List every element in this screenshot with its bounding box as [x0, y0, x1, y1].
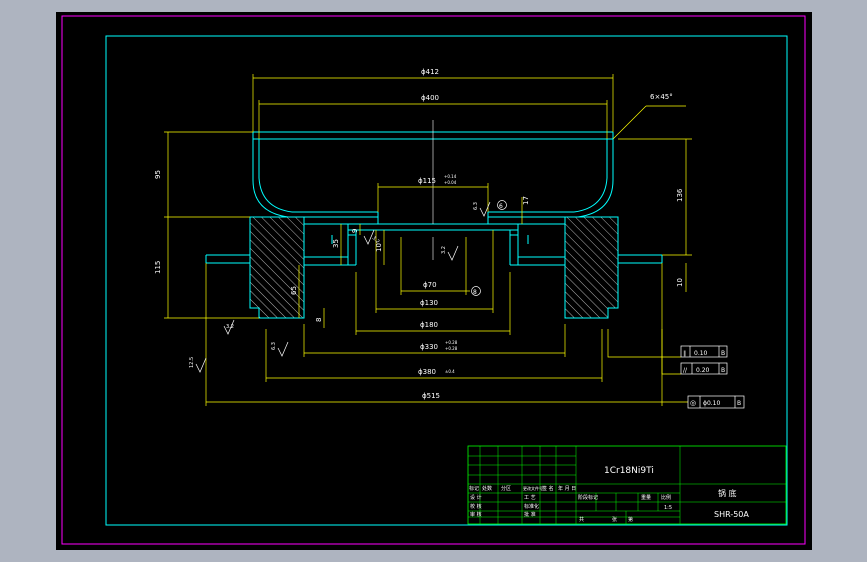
title-block: 1Cr18Ni9Ti 锅 底 SHR-50A 1:5 标记 处数 分区 更改文件…	[467, 445, 787, 525]
roughness-labels: 6.3 3.2 3.2 3.2 12.5 6.3	[189, 202, 479, 368]
tb-lbl-zone: 分区	[501, 485, 511, 492]
tb-lbl-scale: 比例	[661, 494, 671, 501]
tol3-symbol: ◎	[690, 399, 696, 407]
dim-h9: 9	[351, 229, 359, 233]
tol3-ref: B	[737, 400, 741, 407]
dim-h136: 136	[676, 188, 684, 202]
drawing-sheet: ϕ412 ϕ400 6×45° ϕ115 +0.14 +0.04 ϕ70 ϕ13…	[56, 12, 812, 550]
inner-frame	[105, 35, 788, 526]
dim-d180: ϕ180	[420, 321, 438, 329]
tb-lbl-sign: 签 名	[542, 485, 554, 492]
dimension-lines	[164, 74, 692, 406]
rough-label-4: 3.2	[226, 324, 234, 330]
tol1-value: 0.10	[694, 350, 708, 357]
ref-8: 8	[473, 289, 477, 296]
dim-h35: 35	[332, 239, 340, 248]
dim-chamfer: 6×45°	[650, 93, 673, 101]
tolerance-frame-1: ∥ 0.10 B	[680, 345, 728, 358]
tb-lbl-standard: 标准化	[524, 503, 539, 510]
dim-h95: 95	[154, 170, 162, 179]
drawing-canvas: ϕ412 ϕ400 6×45° ϕ115 +0.14 +0.04 ϕ70 ϕ13…	[61, 15, 806, 545]
rough-label-2: 3.2	[441, 246, 447, 254]
dim-d115-tol-upper: +0.14	[444, 174, 457, 179]
tb-material: 1Cr18Ni9Ti	[604, 466, 654, 476]
tb-lbl-check: 校 核	[470, 503, 482, 510]
dim-d400: ϕ400	[421, 94, 439, 102]
dimension-labels: ϕ412 ϕ400 6×45° ϕ115 +0.14 +0.04 ϕ70 ϕ13…	[154, 68, 684, 400]
dim-d115-tol-lower: +0.04	[444, 180, 457, 185]
tb-lbl-date: 年 月 日	[558, 485, 576, 492]
tb-lbl-approve: 批 准	[524, 511, 536, 518]
rough-label-5: 12.5	[189, 357, 195, 368]
tb-lbl-change-doc: 更改文件号	[523, 485, 543, 491]
tb-lbl-review: 审 核	[470, 511, 482, 518]
tb-lbl-total: 共	[579, 516, 584, 523]
reference-markers: 6 8	[471, 200, 507, 296]
dim-h8: 8	[315, 318, 323, 322]
tb-lbl-count: 处数	[482, 485, 492, 492]
dim-h17: 17	[522, 196, 530, 205]
tol1-ref: B	[721, 350, 725, 357]
tolerance-frame-3: ◎ ϕ0.10 B	[687, 395, 745, 409]
tol2-value: 0.20	[696, 367, 710, 374]
tb-lbl-weight: 重量	[641, 494, 651, 501]
tb-lbl-process: 工 艺	[524, 495, 536, 501]
dim-d380: ϕ380	[418, 368, 436, 376]
tol3-value: ϕ0.10	[703, 400, 721, 407]
tb-lbl-design: 设 计	[470, 494, 482, 501]
tb-drawing-code: SHR-50A	[714, 510, 749, 519]
tol2-ref: B	[721, 367, 725, 374]
tb-part-name: 锅 底	[718, 488, 737, 498]
tb-lbl-page: 第	[628, 516, 633, 523]
tol1-symbol: ∥	[683, 350, 686, 357]
hatched-section-left	[249, 216, 305, 319]
rough-label-6: 6.3	[271, 342, 277, 350]
dim-h115: 115	[154, 261, 162, 274]
dim-h10b: 10	[676, 278, 684, 287]
dim-d130: ϕ130	[420, 299, 438, 307]
tb-lbl-mark: 标记	[469, 485, 479, 492]
tolerance-frame-2: // 0.20 B	[680, 362, 728, 375]
rough-label-1: 6.3	[473, 202, 479, 210]
tol2-symbol: //	[683, 367, 688, 374]
dim-d515: ϕ515	[422, 392, 440, 400]
tb-scale: 1:5	[664, 505, 672, 511]
dim-d380-tol: ±0.4	[445, 369, 455, 374]
dim-d70: ϕ70	[423, 281, 437, 289]
outer-frame	[61, 15, 806, 545]
roughness-symbols	[195, 201, 491, 373]
dim-h10a: 10	[375, 243, 383, 252]
rough-label-3: 3.2	[371, 235, 381, 245]
dim-d330-tol-upper: +0.28	[445, 340, 458, 345]
dim-h65: 65	[290, 286, 298, 295]
dim-d412: ϕ412	[421, 68, 439, 76]
hatched-section-right	[564, 216, 619, 319]
tb-lbl-stage-mark: 阶段标记	[578, 494, 598, 501]
dim-d330-tol-lower: +0.28	[445, 346, 458, 351]
dim-d330: ϕ330	[420, 343, 438, 351]
tb-lbl-sheet: 张	[612, 516, 617, 523]
dim-d115: ϕ115	[418, 177, 436, 185]
ref-6: 6	[499, 203, 503, 210]
